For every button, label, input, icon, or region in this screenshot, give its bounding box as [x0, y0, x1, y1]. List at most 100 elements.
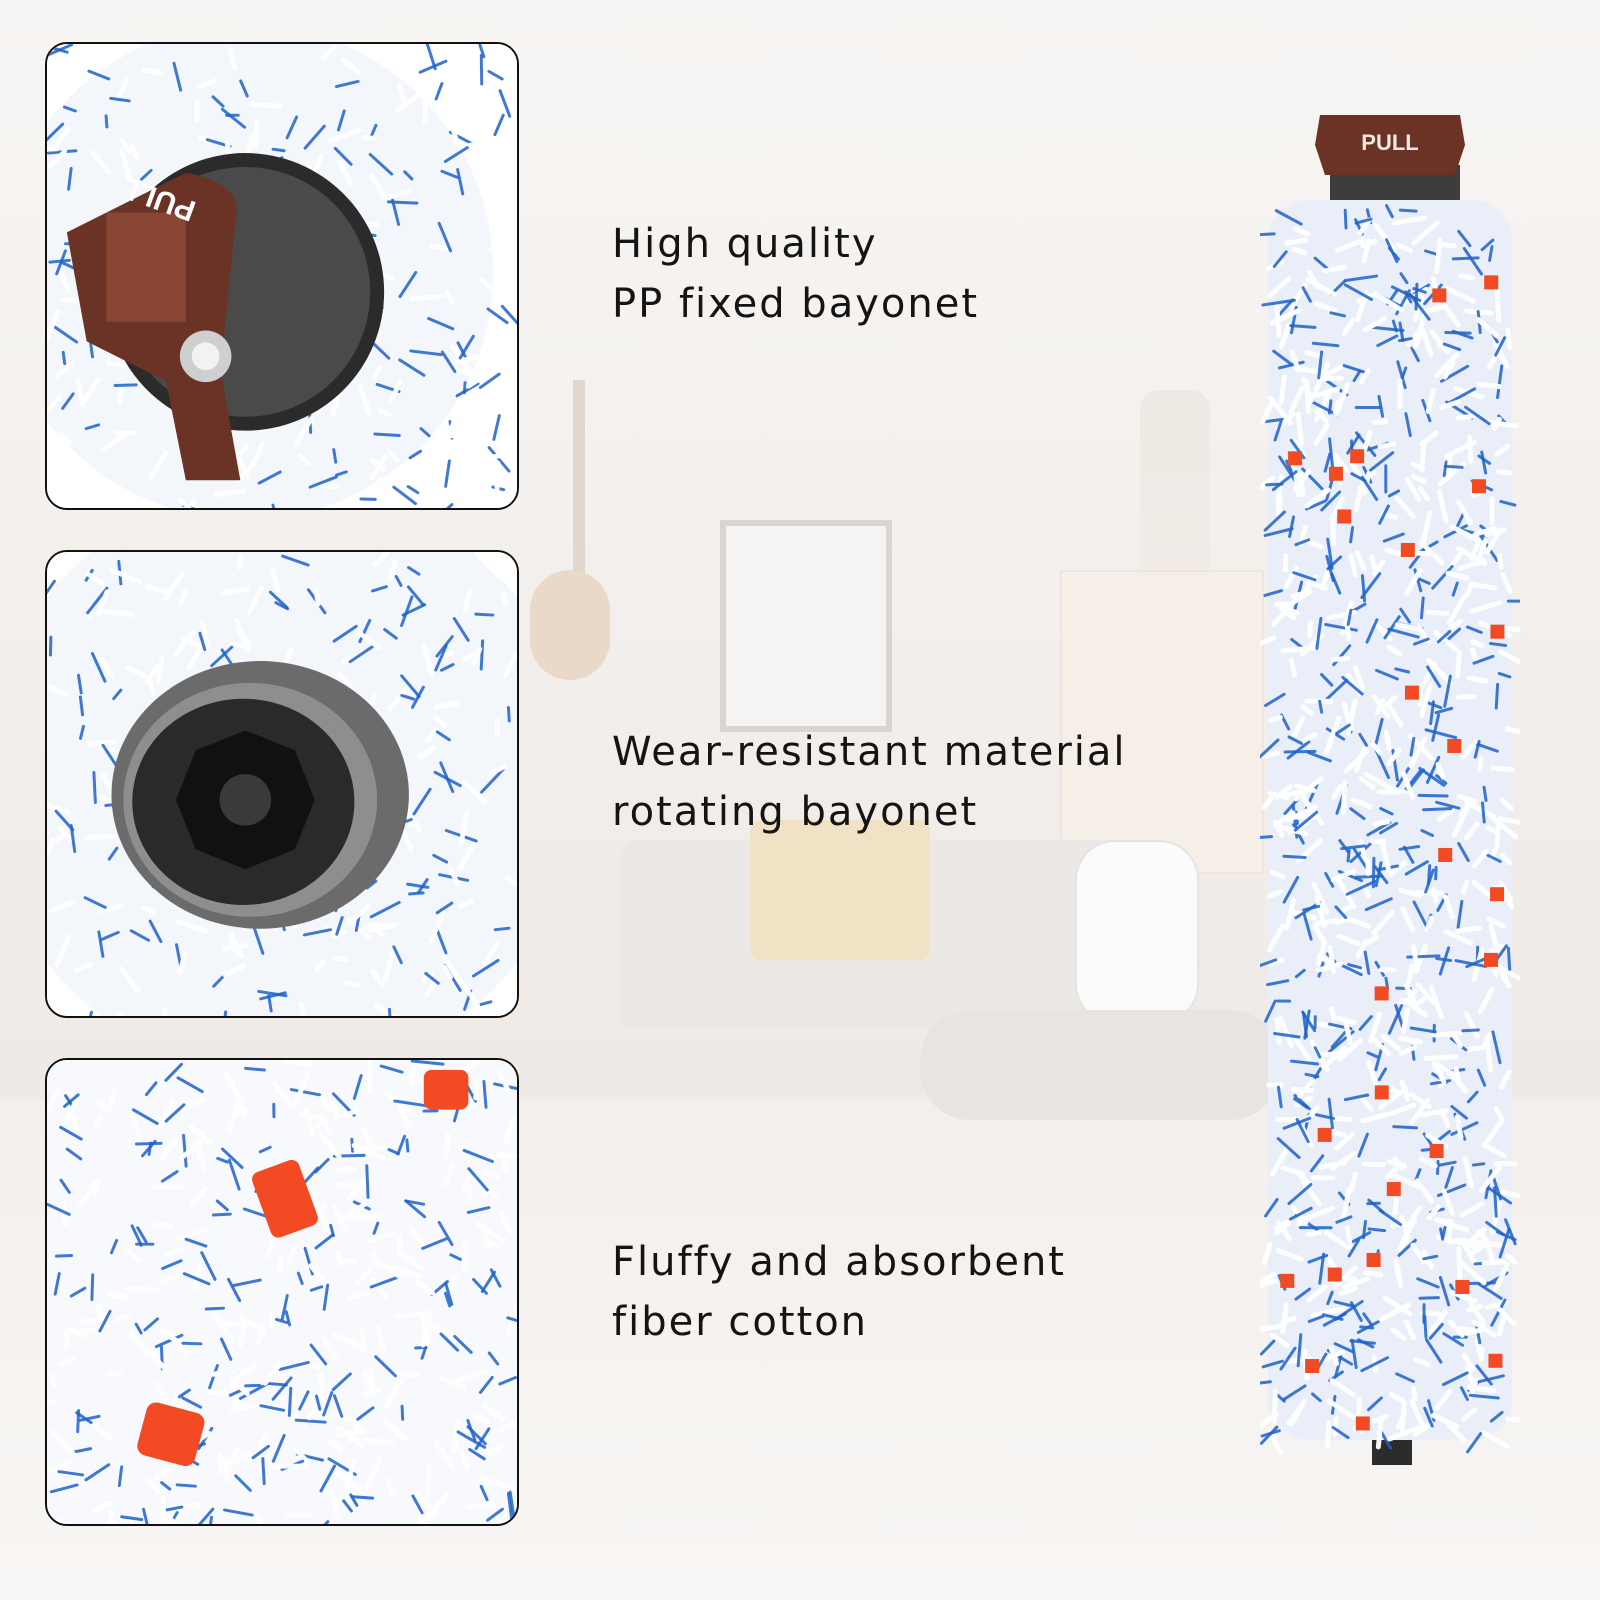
fiber-strand — [222, 1508, 254, 1517]
fiber-strand — [128, 143, 140, 160]
fiber-strand — [1494, 443, 1511, 457]
fiber-strand — [1289, 1059, 1320, 1066]
fiber-strand — [47, 395, 62, 416]
red-tuft — [1327, 1267, 1342, 1282]
fiber-strand — [211, 1363, 245, 1377]
fiber-strand — [1404, 412, 1412, 438]
fiber-strand — [387, 189, 411, 200]
fiber-strand — [1498, 1227, 1511, 1259]
fiber-strand — [1323, 1230, 1350, 1250]
fiber-strand — [1357, 1132, 1369, 1158]
fiber-strand — [1343, 274, 1379, 282]
fiber-strand — [1293, 226, 1311, 237]
fiber-strand — [1439, 1109, 1451, 1128]
fiber-strand — [1264, 999, 1277, 1023]
fiber-strand — [1345, 879, 1377, 896]
fiber-strand — [48, 900, 76, 913]
fiber-strand — [1260, 635, 1277, 647]
brush-roll-illustration: PULL — [1260, 115, 1520, 1465]
fiber-strand — [1480, 450, 1488, 475]
fiber-strand — [69, 824, 77, 854]
fiber-strand — [1431, 887, 1439, 904]
fiber-strand — [358, 618, 372, 644]
fiber-strand — [1369, 451, 1395, 472]
fiber-strand — [462, 588, 473, 614]
fiber-texture — [47, 1060, 517, 1524]
fiber-strand — [372, 552, 390, 568]
fiber-strand — [456, 341, 469, 361]
fiber-strand — [1282, 1384, 1307, 1401]
fiber-strand — [1260, 1271, 1277, 1287]
fiber-strand — [1341, 1276, 1371, 1290]
fiber-strand — [1333, 1300, 1355, 1308]
fiber-strand — [1464, 405, 1491, 426]
fiber-strand — [477, 416, 483, 434]
red-tuft — [1366, 1252, 1381, 1267]
fiber-strand — [347, 1420, 362, 1444]
fiber-strand — [1409, 1097, 1431, 1125]
fiber-strand — [1349, 1171, 1358, 1193]
fiber-strand — [319, 1464, 337, 1493]
fiber-strand — [457, 437, 471, 460]
fiber-strand — [1294, 968, 1306, 979]
fiber-strand — [1412, 1423, 1431, 1438]
fiber-strand — [257, 470, 282, 485]
fiber-strand — [1498, 966, 1520, 982]
fiber-strand — [395, 89, 425, 113]
fiber-strand — [226, 1336, 233, 1357]
fiber-strand — [448, 866, 461, 887]
fiber-strand — [480, 767, 505, 794]
fiber-strand — [1374, 861, 1383, 888]
fiber-strand — [1350, 797, 1373, 810]
fiber-strand — [294, 416, 314, 446]
fiber-strand — [164, 1247, 185, 1257]
fiber-strand — [1346, 433, 1361, 455]
fiber-strand — [1274, 1017, 1282, 1045]
fiber-strand — [1454, 1237, 1487, 1246]
fiber-strand — [1399, 607, 1412, 624]
fiber-strand — [57, 1470, 85, 1477]
fiber-strand — [472, 958, 500, 978]
fiber-strand — [450, 451, 483, 468]
fiber-strand — [309, 1343, 328, 1366]
fiber-strand — [141, 67, 165, 76]
fiber-strand — [1445, 570, 1470, 581]
fiber-strand — [1349, 807, 1366, 821]
fiber-strand — [506, 1316, 517, 1323]
fiber-strand — [47, 122, 65, 142]
fiber-strand — [1349, 1339, 1376, 1345]
fiber-strand — [1451, 329, 1474, 340]
fiber-strand — [1394, 1003, 1405, 1030]
fiber-strand — [1504, 1252, 1518, 1266]
fiber-strand — [129, 1331, 151, 1358]
fiber-strand — [1454, 925, 1482, 934]
fiber-strand — [293, 1072, 310, 1106]
background-coffee-table — [920, 1010, 1280, 1120]
red-tuft — [1432, 288, 1447, 303]
fiber-strand — [83, 833, 117, 841]
fiber-strand — [1329, 1378, 1357, 1398]
fiber-strand — [444, 459, 451, 488]
fiber-strand — [49, 1483, 79, 1494]
fiber-strand — [1379, 838, 1392, 873]
fiber-strand — [1318, 1252, 1326, 1285]
fiber-strand — [163, 1505, 184, 1512]
fiber-strand — [328, 1100, 340, 1119]
fiber-strand — [120, 1515, 144, 1522]
fiber-strand — [1434, 237, 1443, 275]
fiber-strand — [1296, 1333, 1303, 1368]
fiber-strand — [1496, 1312, 1507, 1337]
fiber-strand — [387, 448, 400, 463]
fiber-strand — [236, 463, 254, 484]
fiber-strand — [1497, 1307, 1517, 1326]
fiber-strand — [1293, 810, 1319, 832]
fiber-strand — [387, 1007, 392, 1016]
fiber-strand — [444, 1281, 454, 1306]
fiber-strand — [1343, 1093, 1370, 1102]
fiber-strand — [420, 1314, 431, 1346]
fiber-strand — [1331, 784, 1344, 800]
fiber-strand — [445, 291, 455, 305]
fiber-strand — [1377, 1067, 1388, 1082]
fiber-strand — [364, 1456, 382, 1491]
red-tuft — [1404, 685, 1419, 700]
